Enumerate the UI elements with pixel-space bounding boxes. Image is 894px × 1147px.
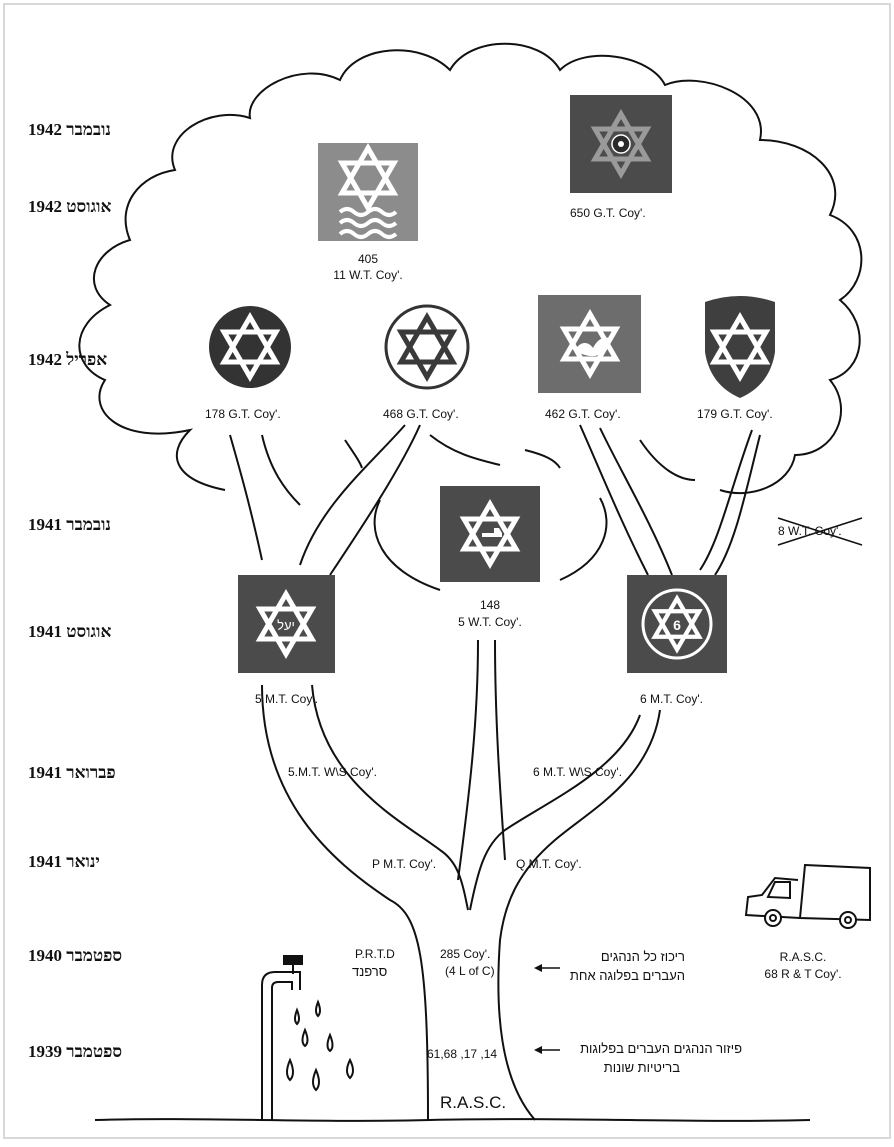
crossed-out-unit: 8 W.T. Coy'. bbox=[777, 517, 863, 546]
badge-6mt: 6 bbox=[627, 575, 727, 673]
badge-text-yael: יעל bbox=[277, 618, 295, 633]
branch-curve bbox=[229, 434, 263, 561]
branch-left-inner bbox=[311, 684, 469, 911]
water-tap-icon bbox=[261, 955, 354, 1120]
label-rasc-unit: 68 R & T Coy'. bbox=[764, 967, 841, 981]
label-148-name: 5 W.T. Coy'. bbox=[458, 615, 522, 629]
badge-178 bbox=[209, 306, 291, 388]
branch-curve bbox=[639, 439, 696, 481]
label-companies-1939: 61,68 ,17 ,14 bbox=[427, 1047, 497, 1061]
date-nov-1941: נובמבר 1941 bbox=[28, 515, 111, 534]
label-prtd-hebrew: סרפנד bbox=[352, 964, 387, 979]
badge-5mt: יעל bbox=[238, 575, 335, 673]
label-148-num: 148 bbox=[480, 598, 500, 612]
shield-icon bbox=[705, 296, 775, 398]
branch-right-inner bbox=[469, 714, 641, 911]
badge-179 bbox=[705, 296, 775, 398]
label-285: 285 Coy'. bbox=[440, 947, 490, 961]
branch-curve bbox=[524, 449, 561, 469]
date-aug-1941: אוגוסט 1941 bbox=[28, 622, 111, 641]
note-1940-line1: ריכוז כל הנהגים bbox=[601, 949, 685, 964]
picture-frame bbox=[3, 3, 891, 1139]
badge-468 bbox=[384, 304, 470, 390]
branch-left-outer bbox=[261, 684, 429, 1121]
label-prtd: P.R.T.D bbox=[355, 947, 395, 961]
root-label: R.A.S.C. bbox=[440, 1093, 506, 1112]
date-sep-1940: ספטמבר 1940 bbox=[28, 946, 122, 965]
badge-650 bbox=[570, 95, 672, 193]
branch-curve bbox=[261, 434, 301, 506]
branch-curve bbox=[599, 427, 673, 576]
label-5mt: 5 M.T. Coy'. bbox=[255, 692, 318, 706]
date-aug-1942: אוגוסט 1942 bbox=[28, 197, 111, 216]
date-apr-1942: אפריל 1942 bbox=[28, 350, 107, 369]
label-462: 462 G.T. Coy'. bbox=[545, 407, 621, 421]
branch-right-outer bbox=[497, 709, 661, 1121]
arrow-left-icon bbox=[534, 964, 560, 972]
label-pmt: P M.T. Coy'. bbox=[372, 857, 436, 871]
date-sep-1939: ספטמבר 1939 bbox=[28, 1042, 122, 1061]
label-8wt: 8 W.T. Coy'. bbox=[778, 524, 842, 538]
branch-curve bbox=[579, 424, 649, 576]
truck-icon bbox=[482, 528, 502, 537]
branch-curve bbox=[559, 497, 608, 581]
note-1939-line2: בריטיות שונות bbox=[604, 1060, 680, 1075]
label-178: 178 G.T. Coy'. bbox=[205, 407, 281, 421]
badge-462 bbox=[538, 295, 641, 393]
label-rasc: R.A.S.C. bbox=[780, 950, 827, 964]
date-jan-1941: ינואר 1941 bbox=[28, 852, 100, 871]
badge-text-six: 6 bbox=[673, 617, 681, 633]
label-qmt: Q M.T. Coy'. bbox=[516, 857, 582, 871]
branch-mid-right bbox=[494, 639, 506, 861]
label-650: 650 G.T. Coy'. bbox=[570, 206, 646, 220]
arrow-left-icon bbox=[534, 1046, 560, 1054]
branch-curve bbox=[344, 439, 363, 469]
label-468: 468 G.T. Coy'. bbox=[383, 407, 459, 421]
timeline: נובמבר 1942 אוגוסט 1942 אפריל 1942 נובמב… bbox=[28, 120, 122, 1061]
badge-148 bbox=[440, 486, 540, 582]
label-179: 179 G.T. Coy'. bbox=[697, 407, 773, 421]
bird-icon bbox=[575, 337, 609, 357]
branch-curve bbox=[373, 499, 441, 591]
branch-curve bbox=[429, 434, 501, 466]
ground-line bbox=[94, 1118, 811, 1122]
branch-curve bbox=[699, 429, 753, 571]
star-of-david-icon bbox=[590, 109, 652, 179]
date-nov-1942: נובמבר 1942 bbox=[28, 120, 111, 139]
tree-canopy bbox=[78, 42, 863, 495]
branch-mid-left bbox=[457, 639, 479, 881]
note-1939-line1: פיזור הנהגים העברים בפלוגות bbox=[580, 1041, 742, 1056]
label-405-num: 405 bbox=[358, 252, 378, 266]
note-1940-line2: העברים בפלוגה אחת bbox=[570, 968, 685, 983]
branch-curve bbox=[299, 424, 406, 566]
label-6mt: 6 M.T. Coy'. bbox=[640, 692, 703, 706]
label-405-name: 11 W.T. Coy'. bbox=[333, 268, 402, 282]
branch-curve bbox=[714, 434, 761, 576]
waves-icon bbox=[338, 207, 398, 239]
date-feb-1941: פברואר 1941 bbox=[28, 763, 116, 782]
branch-curve bbox=[329, 424, 421, 576]
label-5mt-ws: 5.M.T. W\S Coy'. bbox=[288, 765, 377, 779]
label-6mt-ws: 6 M.T. W\S Coy'. bbox=[533, 765, 622, 779]
badge-405 bbox=[318, 143, 418, 241]
truck-icon bbox=[744, 863, 871, 929]
label-285-sub: (4 L of C) bbox=[445, 964, 495, 978]
